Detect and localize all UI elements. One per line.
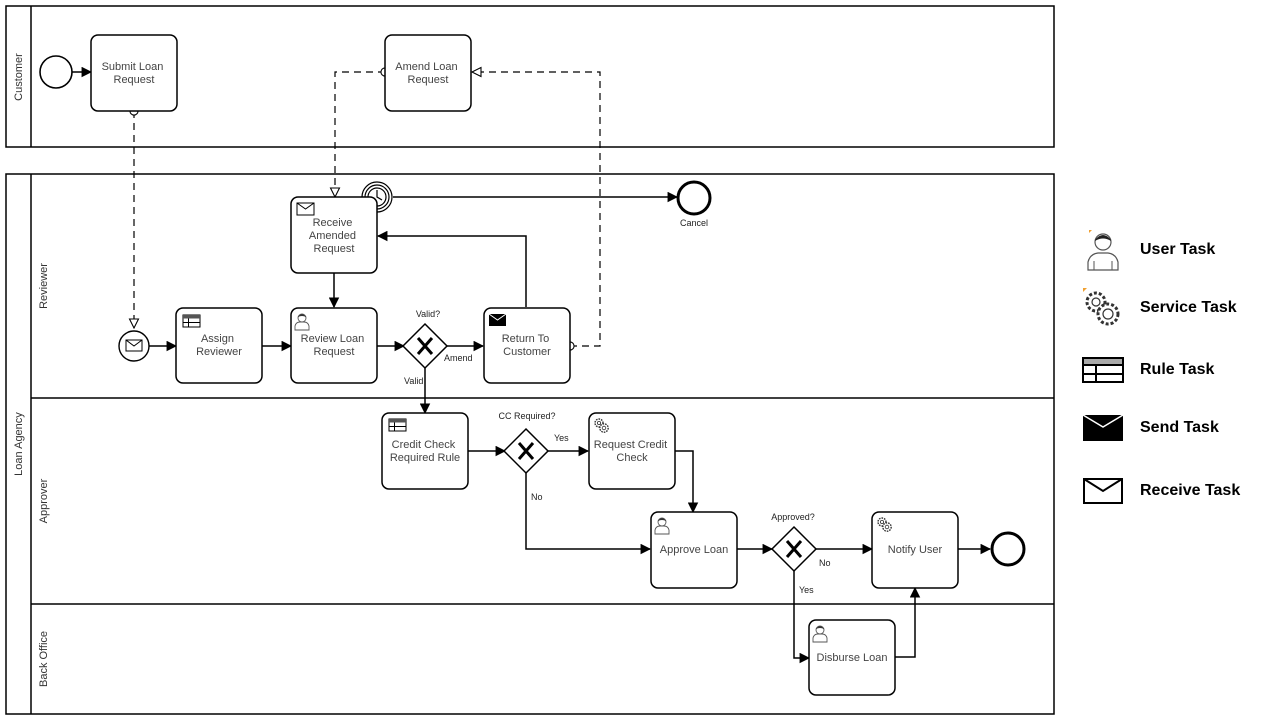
task-request-credit-check[interactable]: Request Credit Check [588, 412, 676, 490]
flow-label-cc-yes: Yes [554, 433, 569, 443]
task-label: Assign Reviewer [196, 333, 242, 358]
legend-item-service-task: Service Task [1078, 286, 1278, 330]
legend-label: Receive Task [1140, 482, 1241, 499]
flow-cc-no-to-approve[interactable] [525, 473, 652, 555]
flow-label-approved-no: No [819, 558, 831, 568]
gateway-cc-required[interactable]: CC Required? [498, 411, 556, 475]
task-label: Review Loan Request [301, 333, 368, 358]
cancel-label: Cancel [680, 218, 708, 228]
task-label: Request Credit Check [594, 439, 670, 464]
flow-label-approved-yes: Yes [799, 585, 814, 595]
gateway-label: Approved? [771, 512, 815, 522]
task-label: Amend Loan Request [395, 61, 460, 86]
x-icon [416, 337, 434, 355]
table-icon [1078, 348, 1128, 392]
x-icon [785, 540, 803, 558]
gear-icon [1078, 286, 1128, 330]
flow-return-to-receive[interactable] [376, 230, 527, 307]
envelope-icon [125, 339, 143, 352]
legend-label: Send Task [1140, 419, 1219, 436]
task-disburse-loan[interactable]: Disburse Loan [808, 619, 896, 696]
task-return-to-customer[interactable]: Return To Customer [483, 307, 571, 384]
task-receive-amended-request[interactable]: Receive Amended Request [290, 196, 378, 274]
x-icon [517, 442, 535, 460]
flow-disburse-to-notify[interactable] [895, 586, 921, 658]
envelope-filled-icon [1078, 406, 1128, 450]
rule-task-icon [182, 314, 201, 328]
gateway-valid[interactable]: Valid? [401, 309, 449, 370]
task-assign-reviewer[interactable]: Assign Reviewer [175, 307, 263, 384]
legend-item-receive-task: Receive Task [1078, 469, 1278, 513]
task-label: Approve Loan [660, 544, 729, 556]
lane-label-reviewer: Reviewer [38, 263, 50, 309]
task-notify-user[interactable]: Notify User [871, 511, 959, 589]
task-label: Credit Check Required Rule [390, 439, 460, 464]
flow-label-amend: Amend [444, 353, 473, 363]
flow-label-valid: Valid [404, 376, 423, 386]
pool-label-loan-agency: Loan Agency [13, 412, 25, 476]
task-label: Submit Loan Request [102, 61, 167, 86]
message-flow-return-to-amend[interactable] [472, 72, 601, 346]
legend-label: Service Task [1140, 299, 1237, 316]
message-flow-amend-to-receive-amended[interactable] [335, 72, 385, 197]
receive-task-icon [296, 202, 315, 216]
task-review-loan-request[interactable]: Review Loan Request [290, 307, 378, 384]
end-event[interactable] [990, 531, 1026, 567]
message-start-event[interactable] [118, 330, 150, 362]
legend-item-send-task: Send Task [1078, 406, 1278, 450]
legend-item-rule-task: Rule Task [1078, 348, 1278, 392]
task-label: Return To Customer [502, 333, 553, 358]
send-task-icon [488, 313, 507, 327]
rule-task-icon [388, 418, 407, 432]
cancel-end-event[interactable]: Cancel [676, 180, 712, 228]
legend-item-user-task: User Task [1078, 228, 1278, 272]
task-label: Receive Amended Request [309, 217, 359, 255]
flow-label-cc-no: No [531, 492, 543, 502]
start-event[interactable] [39, 55, 73, 89]
user-icon [1078, 228, 1128, 272]
pool-label-customer: Customer [13, 53, 25, 101]
task-amend-loan-request[interactable]: Amend Loan Request [384, 34, 472, 112]
sequence-flows [72, 66, 992, 664]
flow-approved-yes-to-disburse[interactable] [793, 571, 811, 664]
gateway-label: Valid? [416, 309, 440, 319]
envelope-outline-icon [1078, 469, 1128, 513]
task-label: Notify User [888, 544, 943, 556]
task-label: Disburse Loan [817, 652, 888, 664]
task-credit-check-required-rule[interactable]: Credit Check Required Rule [381, 412, 469, 490]
message-flows [134, 72, 601, 346]
gateway-label: CC Required? [498, 411, 555, 421]
gateway-approved[interactable]: Approved? [770, 512, 818, 573]
lane-label-back-office: Back Office [38, 631, 50, 687]
lane-label-approver: Approver [38, 478, 50, 523]
task-submit-loan-request[interactable]: Submit Loan Request [90, 34, 178, 112]
legend-label: User Task [1140, 241, 1216, 258]
legend-label: Rule Task [1140, 361, 1215, 378]
flow-request-to-approve[interactable] [675, 450, 699, 514]
task-approve-loan[interactable]: Approve Loan [650, 511, 738, 589]
